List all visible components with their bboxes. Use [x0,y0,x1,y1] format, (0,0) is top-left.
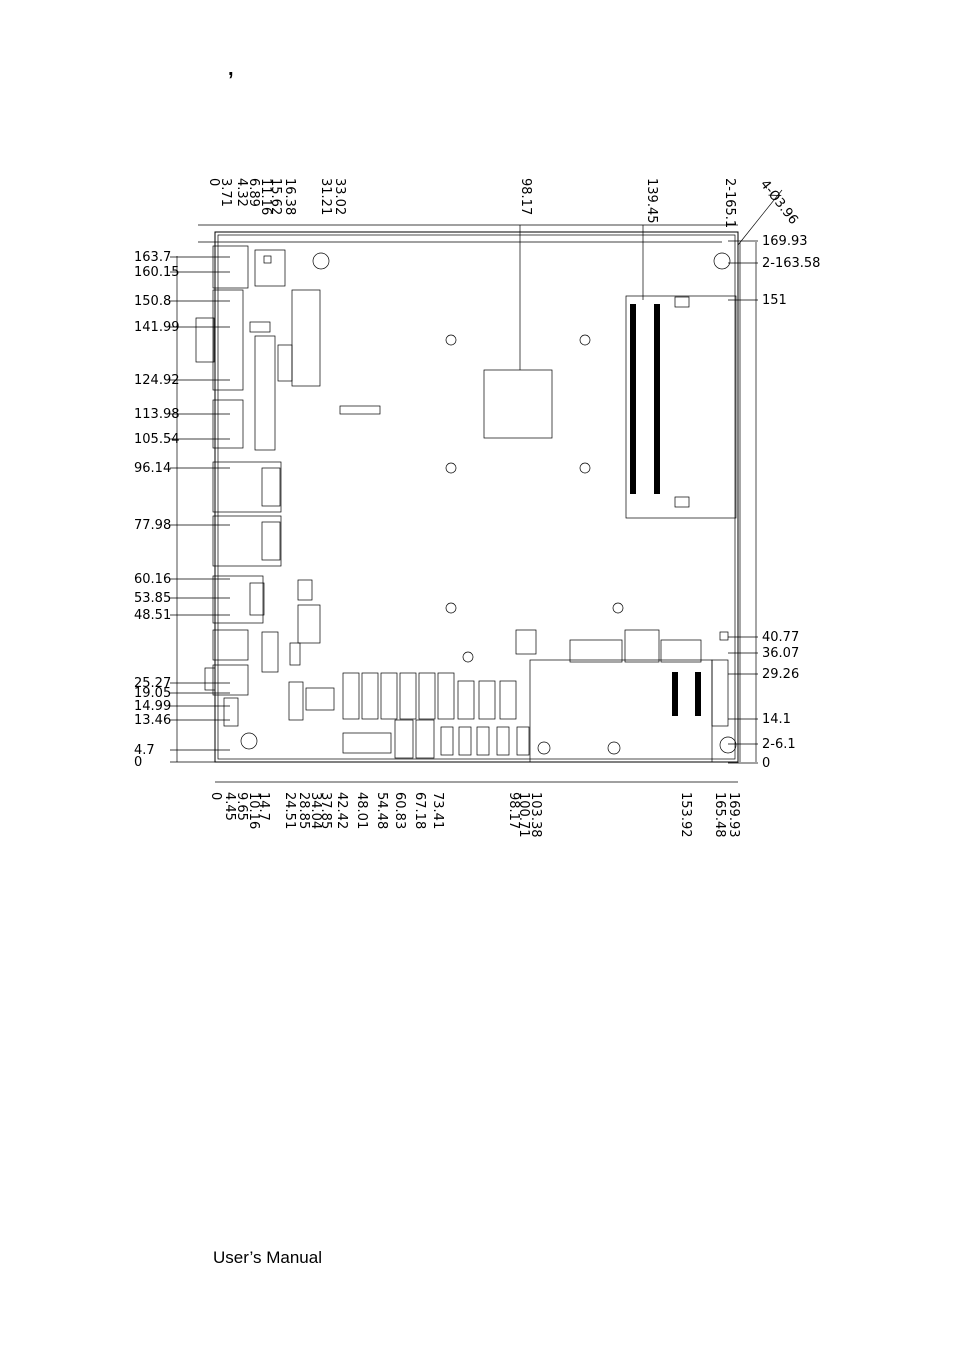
top-dim-label: 4.32 [234,178,249,207]
bottom-dim-label: 4.45 [222,792,237,821]
top-dim-label: 15.62 [268,178,283,215]
right-dim-label: 0 [762,756,770,771]
pin-headers [223,289,729,759]
top-dim-label: 139.45 [644,178,659,224]
top-dim-label: 0 [206,178,221,186]
top-dim-label: 2-165.1 [722,178,737,228]
rear-io-connectors [195,245,286,696]
hole-dimension-label: 4-Ø3.96 [757,177,801,227]
left-dim-label: 4.7 [134,743,155,758]
sodimm-slot [625,295,737,519]
bottom-dim-label: 60.83 [392,792,407,829]
left-dim-label: 77.98 [134,518,171,533]
bottom-dim-label: 0 [208,792,223,800]
heatsink-holes [445,334,624,663]
dimension-lines [176,189,783,783]
left-dim-label: 163.7 [134,250,171,265]
left-dim-label: 14.99 [134,699,171,714]
right-dim-label: 2-163.58 [762,256,820,271]
left-dim-label: 160.15 [134,265,180,280]
header-mark: , [228,58,234,80]
board-outline [214,231,739,763]
top-dim-label: 31.21 [318,178,333,215]
mini-pcie-slot [529,659,713,763]
top-dim-label: 3.71 [218,178,233,207]
bottom-dim-label: 73.41 [430,792,445,829]
right-dim-label: 2-6.1 [762,737,796,752]
left-dim-label: 19.05 [134,686,171,701]
bottom-dim-label: 100.71 [516,792,531,838]
bottom-dim-label: 42.42 [334,792,349,829]
top-dim-label: 6.89 [246,178,261,207]
bottom-dim-label: 10.16 [246,792,261,829]
bottom-dim-label: 28.85 [296,792,311,829]
bottom-dim-label: 54.48 [374,792,389,829]
left-dim-label: 60.16 [134,572,171,587]
left-dim-label: 150.8 [134,294,171,309]
lan-port-1 [212,461,282,513]
top-dim-label: 98.17 [518,178,533,215]
mounting-holes [240,252,737,754]
left-dim-label: 0 [134,755,142,770]
lan-port-2 [212,515,282,567]
left-dim-label: 124.92 [134,373,180,388]
right-dim-label: 36.07 [762,646,799,661]
top-dim-label: 33.02 [332,178,347,215]
bottom-dim-label: 67.18 [412,792,427,829]
top-dim-label: 16.38 [282,178,297,215]
bottom-dim-label: 103.38 [528,792,543,838]
footer-text: User’s Manual [213,1248,322,1267]
bottom-dim-label: 165.48 [712,792,727,838]
right-dim-label: 29.26 [762,667,799,682]
bottom-dim-label: 34.04 [308,792,323,829]
left-dim-label: 48.51 [134,608,171,623]
bottom-dim-label: 153.92 [678,792,693,838]
left-dim-label: 141.99 [134,320,180,335]
left-dim-label: 53.85 [134,591,171,606]
usb-port [212,575,264,624]
top-dim-label: 11.16 [258,178,273,215]
right-dim-label: 151 [762,293,787,308]
right-dim-label: 169.93 [762,234,808,249]
bottom-dim-label: 9.65 [234,792,249,821]
bottom-dim-label: 24.51 [282,792,297,829]
vga-connector [212,289,244,391]
bottom-dim-label: 48.01 [354,792,369,829]
bottom-dim-label: 169.93 [726,792,741,838]
bottom-dim-label: 37.85 [318,792,333,829]
left-dim-label: 113.98 [134,407,180,422]
left-dim-label: 13.46 [134,713,171,728]
left-dim-label: 25.27 [134,676,171,691]
left-dim-label: 96.14 [134,461,171,476]
right-dim-label: 40.77 [762,630,799,645]
left-dim-label: 105.54 [134,432,180,447]
bottom-dim-label: 98.17 [506,792,521,829]
cpu-chip [483,369,553,439]
right-dim-label: 14.1 [762,712,791,727]
bottom-dim-label: 14.7 [256,792,271,821]
